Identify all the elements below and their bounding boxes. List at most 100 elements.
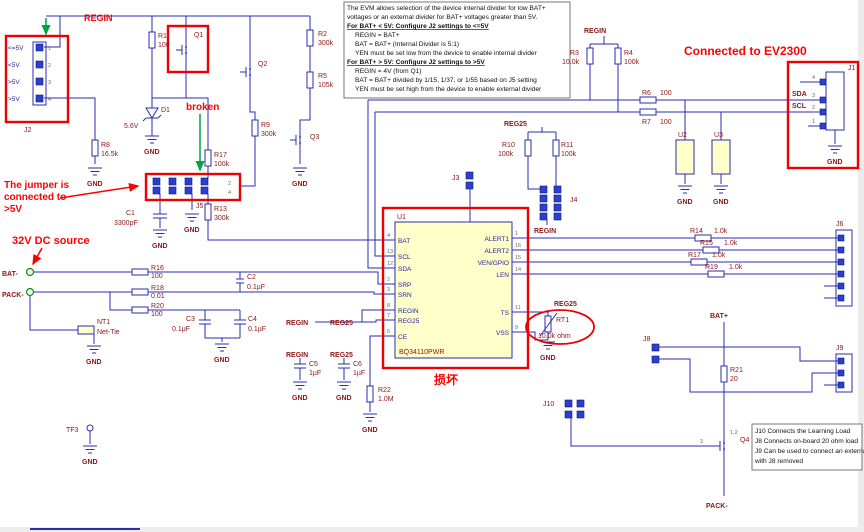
j2-ref: J2 (24, 127, 32, 134)
net-bat-minus: BAT- (2, 271, 18, 278)
resistor-r5 (306, 71, 314, 89)
r19-value: 1.0k (729, 264, 743, 271)
j6-ref: J6 (836, 221, 844, 228)
pin-number: 2 (387, 277, 390, 283)
j1-ref: J1 (848, 65, 856, 72)
r15-value: 1.0k (724, 240, 738, 247)
part-u2 (675, 139, 695, 175)
c6-value: 1µF (353, 370, 365, 377)
d1-value: 5.6V (124, 123, 139, 130)
zener-d1 (142, 107, 162, 122)
pin-name: SCL (398, 254, 411, 261)
notes-bottom-text: J10 Connects the Learning Load J8 Connec… (754, 428, 864, 465)
annotation-jumper-2: connected to (4, 192, 66, 203)
resistor-r8 (91, 139, 99, 157)
pin-name: TS (501, 310, 510, 317)
capacitor-c1 (153, 213, 167, 219)
net-gnd: GND (540, 355, 556, 362)
r2-ref: R2 (318, 31, 327, 38)
net-pack-minus: PACK- (2, 292, 24, 299)
resistor-r22 (366, 385, 374, 403)
j4-ref: J4 (570, 197, 578, 204)
u1-part: BQ34110PWR (399, 349, 444, 356)
net-sda: SDA (792, 91, 807, 98)
resistor-r15 (702, 246, 720, 254)
r20-ref: R20 (151, 303, 164, 310)
connector-j9 (835, 353, 853, 393)
note-line: with J8 removed (754, 458, 803, 465)
notes-box-bottom (751, 423, 863, 471)
notes-top-text: The EVM allows selection of the device i… (347, 5, 546, 93)
resistor-r18 (131, 288, 149, 296)
jumper-j5 (152, 177, 209, 195)
battery-connector (25, 267, 35, 297)
note-line: The EVM allows selection of the device i… (347, 5, 546, 12)
j9-ref: J9 (836, 345, 844, 352)
net-reg25: REG25 (554, 301, 577, 308)
resistor-r10 (524, 139, 532, 157)
pin-number: 15 (515, 255, 521, 261)
chip-u1 (385, 221, 522, 359)
pin-name: ALERT2 (485, 248, 510, 255)
annotation-regin: REGIN (84, 13, 113, 23)
c5-value: 1µF (309, 370, 321, 377)
resistor-r2 (306, 29, 314, 47)
c1-ref: C1 (126, 210, 135, 217)
highlight-box-j5 (144, 172, 242, 202)
c4-ref: C4 (248, 316, 257, 323)
net-gnd: GND (86, 359, 102, 366)
annotation-jumper-1: The jumper is (4, 180, 69, 191)
net-gnd: GND (713, 199, 729, 206)
highlight-ellipse-rt1 (525, 309, 595, 345)
c4-value: 0.1µF (248, 326, 266, 333)
red-arrow-jumper (59, 182, 140, 199)
r17a-value: 100k (214, 161, 230, 168)
net-scl: SCL (792, 103, 807, 110)
u1-left-pin-names: BAT SCL SDA SRP SRN REGIN REG25 CE (398, 238, 420, 341)
j1-pin: 2 (812, 105, 815, 111)
r6-value: 100 (660, 90, 672, 97)
q4-pin-drain: 1,2 (730, 430, 738, 436)
c5-ref: C5 (309, 361, 318, 368)
pin-name: SRP (398, 282, 411, 289)
net-reg25: REG25 (504, 121, 527, 128)
r21-ref: R21 (730, 367, 743, 374)
net-reg25: REG25 (330, 320, 353, 327)
jumper-j8 (651, 343, 660, 364)
r11-value: 100k (561, 151, 577, 158)
r3-value: 10.0k (562, 59, 580, 66)
highlight-box-j2 (4, 34, 70, 124)
note-line: For BAT+ < 5V: Configure J2 settings to … (347, 23, 489, 30)
r14-ref: R14 (690, 228, 703, 235)
resistor-r20 (131, 306, 149, 314)
net-gnd: GND (827, 159, 843, 166)
c3-value: 0.1µF (172, 326, 190, 333)
pin-number: 3 (387, 287, 390, 293)
highlight-box-j1 (786, 60, 860, 170)
rt1-ref: RT1 (556, 317, 569, 324)
pin-number: 8 (387, 303, 390, 309)
note-line: For BAT+ > 5V: Configure J2 settings to … (347, 59, 485, 66)
net-regin: REGIN (534, 228, 556, 235)
resistor-r17b (690, 258, 708, 266)
net-gnd: GND (292, 181, 308, 188)
j2-option: <5V (8, 62, 20, 69)
j2-pin: 3 (48, 80, 51, 86)
r18-ref: R18 (151, 285, 164, 292)
r17b-value: 1.0k (712, 252, 726, 259)
r7-value: 100 (660, 119, 672, 126)
c1-value: 3300pF (114, 220, 138, 227)
nt1-ref: NT1 (97, 319, 110, 326)
net-gnd: GND (87, 181, 103, 188)
part-u3 (711, 139, 731, 175)
j5-pin: 4 (228, 190, 231, 196)
capacitor-bodies (153, 213, 350, 369)
r4-ref: R4 (624, 50, 633, 57)
r14-value: 1.0k (714, 228, 728, 235)
pin-name: REG25 (398, 318, 420, 325)
net-gnd: GND (184, 227, 200, 234)
r9-value: 300k (261, 131, 277, 138)
j2-option: <=5V (8, 45, 24, 52)
r15-ref: R15 (700, 240, 713, 247)
chip-u1-pin-stubs (385, 237, 522, 337)
